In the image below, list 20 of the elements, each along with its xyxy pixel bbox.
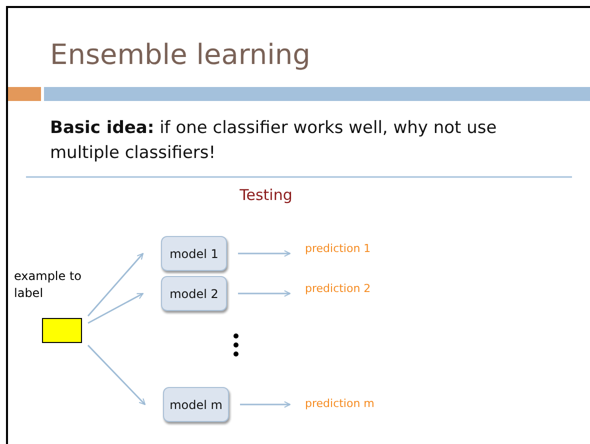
model-box	[161, 276, 227, 311]
prediction-label: prediction m	[305, 397, 385, 413]
model-label: model 2	[170, 286, 218, 300]
arrow	[240, 401, 291, 408]
input-box	[42, 318, 82, 343]
arrow	[87, 344, 146, 406]
prediction-label: prediction 1	[305, 242, 385, 258]
arrow	[87, 252, 144, 316]
model-box	[163, 387, 229, 422]
arrow	[88, 292, 144, 324]
model-label: model m	[170, 398, 222, 412]
model-label: model 1	[170, 246, 218, 260]
prediction-label: prediction 2	[305, 282, 385, 298]
arrow	[238, 250, 291, 257]
node-caption: example to label	[14, 268, 83, 302]
slide-title: Ensemble learning	[50, 38, 310, 71]
arrow	[238, 290, 291, 297]
model-box	[161, 236, 227, 271]
section-heading: Testing	[238, 185, 294, 206]
intro-sentence: Basic idea: if one classifier works well, why not use multiple classifiers!	[50, 117, 498, 165]
